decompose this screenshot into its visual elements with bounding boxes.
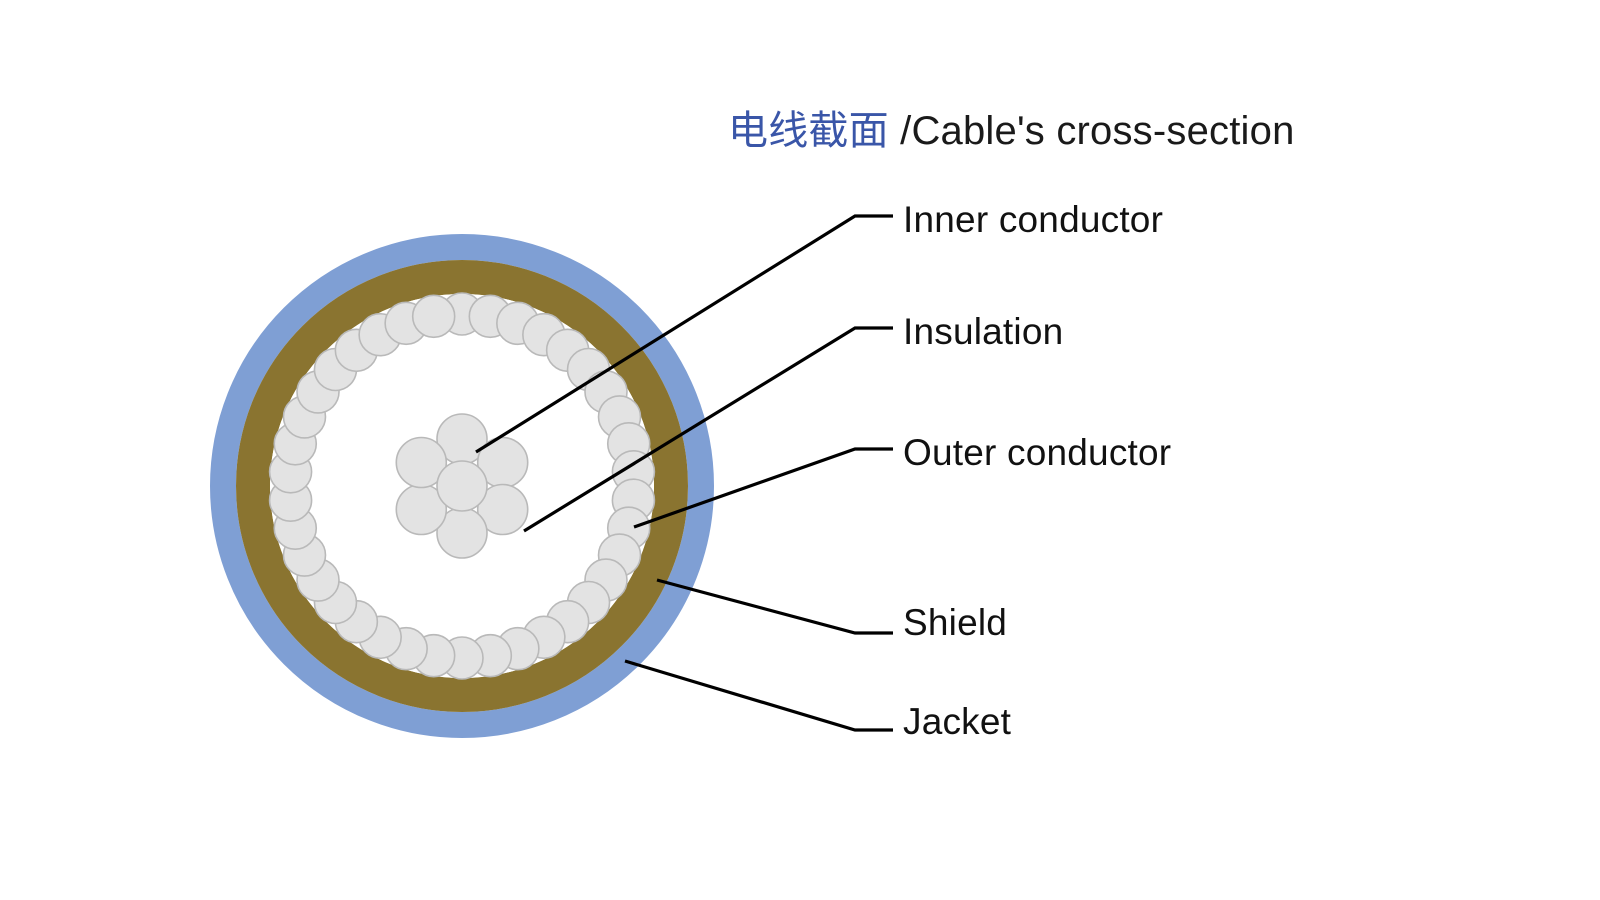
label-jacket: Jacket xyxy=(903,701,1012,742)
label-outer-conductor: Outer conductor xyxy=(903,432,1171,473)
label-insulation: Insulation xyxy=(903,311,1063,352)
leader-line-inner-conductor xyxy=(475,214,893,454)
jacket-ring xyxy=(210,234,714,738)
title-english: Cable's cross-section xyxy=(911,109,1294,153)
leader-line-shield xyxy=(656,578,893,635)
outer-conductor-strands xyxy=(268,292,656,680)
inner-conductor-strand xyxy=(395,436,448,489)
callout-shield: Shield xyxy=(656,578,1007,643)
title-separator: / xyxy=(889,109,912,153)
diagram-title: 电线截面 /Cable's cross-section xyxy=(728,109,1295,153)
leader-line-outer-conductor xyxy=(633,447,893,529)
callout-jacket: Jacket xyxy=(624,659,1012,742)
label-inner-conductor: Inner conductor xyxy=(903,199,1163,240)
conductor-strand xyxy=(411,294,456,339)
inner-conductor-strand xyxy=(476,483,529,536)
callout-inner-conductor: Inner conductor xyxy=(475,199,1163,454)
title-chinese: 电线截面 xyxy=(728,109,889,153)
label-shield: Shield xyxy=(903,602,1007,643)
inner-conductor-strands xyxy=(395,413,529,559)
leader-line-insulation xyxy=(523,326,893,533)
callout-outer-conductor: Outer conductor xyxy=(633,432,1171,529)
callout-insulation: Insulation xyxy=(523,311,1063,533)
inner-conductor-core-strand xyxy=(436,460,488,512)
shield-ring xyxy=(236,260,688,712)
leader-line-jacket xyxy=(624,659,893,732)
cable-layers xyxy=(210,234,714,738)
